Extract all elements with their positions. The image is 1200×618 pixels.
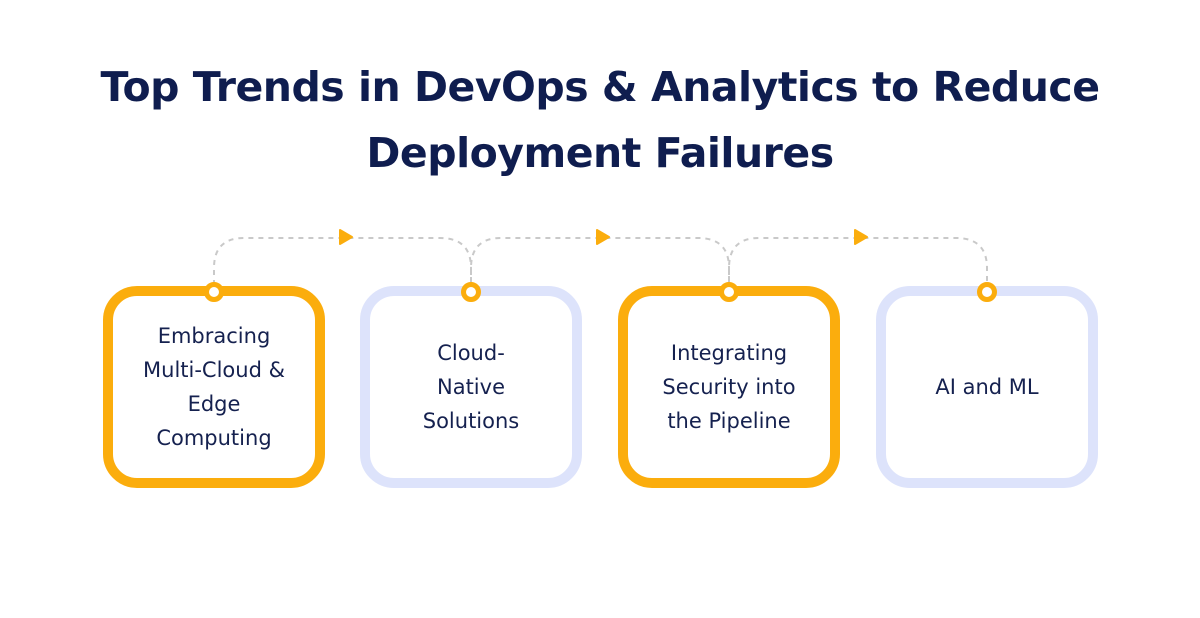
- title-line-2: Deployment Failures: [366, 129, 834, 177]
- trend-card-1: Embracing Multi-Cloud & Edge Computing: [103, 286, 325, 488]
- node-dot-icon: [977, 282, 997, 302]
- arrow-icon-3: [854, 229, 868, 245]
- connector-1-2: [213, 237, 472, 285]
- node-dot-icon: [461, 282, 481, 302]
- node-dot-icon: [204, 282, 224, 302]
- trend-card-label: Cloud-Native Solutions: [422, 341, 520, 433]
- trend-card-label: Integrating Security into the Pipeline: [662, 341, 796, 433]
- connector-2-3: [470, 237, 730, 285]
- trend-card-label: Embracing Multi-Cloud & Edge Computing: [143, 324, 285, 450]
- trend-card-4: AI and ML: [876, 286, 1098, 488]
- title-line-1: Top Trends in DevOps & Analytics to Redu…: [100, 63, 1100, 111]
- trend-card-2: Cloud-Native Solutions: [360, 286, 582, 488]
- connector-3-4: [728, 237, 988, 285]
- trend-card-3: Integrating Security into the Pipeline: [618, 286, 840, 488]
- arrow-icon-2: [596, 229, 610, 245]
- trend-card-label: AI and ML: [935, 375, 1039, 399]
- node-dot-icon: [719, 282, 739, 302]
- page-title: Top Trends in DevOps & Analytics to Redu…: [0, 54, 1200, 186]
- arrow-icon-1: [339, 229, 353, 245]
